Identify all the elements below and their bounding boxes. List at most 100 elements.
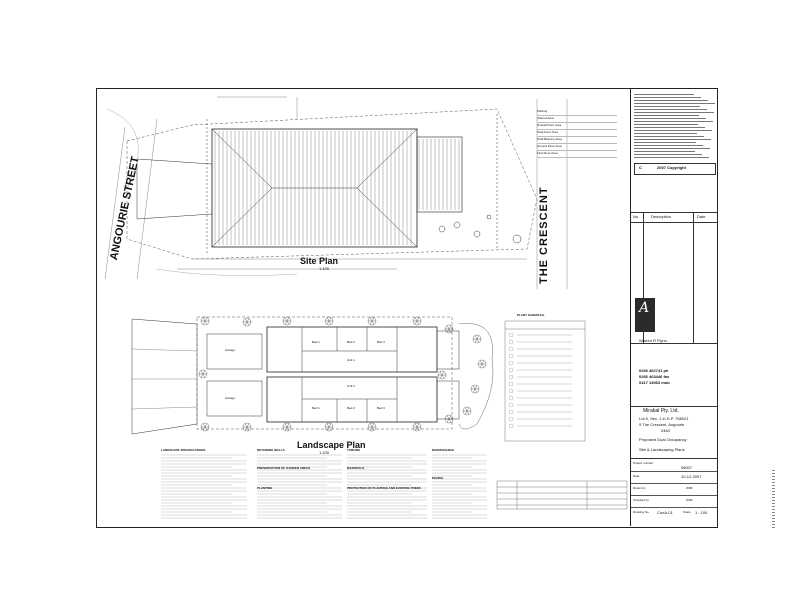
schedule-symbol [508,423,514,429]
plant-stroke [202,426,206,431]
area-label: First Floor Area [537,151,558,155]
plant-stroke [479,360,483,365]
drawing-canvas [104,96,628,519]
date-label: Date [633,474,640,478]
plant-stroke [202,317,206,322]
plant-stroke [474,338,478,343]
designer-logo: A [635,298,655,332]
title-block-notes [634,92,715,202]
plant-stroke [466,407,470,412]
landscape-plan [131,316,494,435]
plant-stroke [476,335,480,340]
note-text-line [634,151,695,152]
note-text-line [634,139,711,140]
plant-stroke [448,325,452,330]
plant-stroke [284,426,288,431]
plant-stroke [414,317,418,322]
plant-stroke [448,328,452,333]
plant-stroke [371,317,375,322]
note-heading: PROTECTION OF PLANTING AND EXISTING TREE… [347,486,421,490]
note-heading: MATERIALS [347,466,365,470]
plant-stroke [481,360,485,365]
plant-stroke [474,335,478,340]
plant-stroke [328,426,332,431]
title-block: C 2007 Copyright No. Description Date A … [630,88,717,526]
plant-stroke [246,318,250,323]
note-text-line [634,157,709,158]
plant-stroke [414,320,418,325]
plant-stroke [464,410,468,415]
copyright-text: 2007 Copyright [657,165,686,170]
note-text-line [634,148,710,149]
room-label: Bed 1 [312,340,320,344]
area-row: Ground Floor Area [537,144,617,151]
plant-stroke [202,423,206,428]
room-label: Bed 3 [377,406,385,410]
postcode: 2464 [661,428,670,433]
plant-stroke [284,317,288,322]
plant-stroke [246,426,250,431]
note-heading: PAVING [432,476,444,480]
plant-schedule [504,320,586,442]
plant-stroke [204,320,208,325]
note-text-line [634,133,697,134]
area-row: Total Floor Area [537,130,617,137]
plant-stroke [416,423,420,428]
plant-stroke [414,426,418,431]
copyright-box: C 2007 Copyright [634,163,716,175]
area-label: Overall Floor Area [537,123,562,127]
designer-phone: 0266 462741 ph [639,368,669,373]
schedule-symbol [508,388,514,394]
plant-stroke [369,320,373,325]
plant-stroke [479,363,483,368]
plant-stroke [474,385,478,390]
plant-stroke [472,385,476,390]
room-label: Bed 3 [377,340,385,344]
landscape-notes [161,454,487,519]
schedule-symbol [508,332,514,338]
note-text-line [634,142,696,143]
project-number: 06007 [681,465,693,470]
designer-name: Warren R Flynn [639,338,667,343]
site-plan-scale: 1:100 [319,266,330,271]
plant-stroke [328,423,332,428]
room-label: Garage [225,348,236,352]
project-name: Proposed Dual Occupancy [639,437,687,442]
drawing-info-table: Project number 06007 Date 10-12-2007 Dra… [631,458,717,519]
area-label: Total Balcony Area [537,137,562,141]
plant-stroke [284,423,288,428]
plant-schedule-rows [508,332,572,429]
note-text-line [634,94,694,95]
plant-stroke [448,418,452,423]
note-text-line [634,97,701,98]
schedule-symbol [508,416,514,422]
room-label: Bed 1 [312,406,320,410]
plant-stroke [246,423,250,428]
plant-stroke [446,325,450,330]
plant-stroke [369,423,373,428]
plant-stroke [326,317,330,322]
plant-stroke [371,320,375,325]
margin-stamp [772,470,775,530]
room-label: Unit 1 [347,358,355,362]
plant-stroke [326,423,330,428]
note-text-line [634,106,700,107]
plant-stroke [369,426,373,431]
note-text-line [634,109,707,110]
plant-stroke [446,418,450,423]
note-text-line [634,130,712,131]
street-label-right: THE CRESCENT [538,186,550,284]
designer-fax: 0266 463446 fax [639,374,670,379]
note-heading: PRESERVATION OF GARDEN AREAS [257,466,311,470]
plant-stroke [326,320,330,325]
plant-stroke [244,321,248,326]
area-label: Ground Floor Area [537,144,562,148]
plant-stroke [371,423,375,428]
plant-stroke [286,320,290,325]
materials-table [496,480,628,510]
note-heading: MAINTENANCE [432,448,455,452]
schedule-symbol [508,339,514,345]
rev-col-no: No. [633,214,640,219]
plant-stroke [202,373,206,378]
rev-col-date: Date [697,214,706,219]
